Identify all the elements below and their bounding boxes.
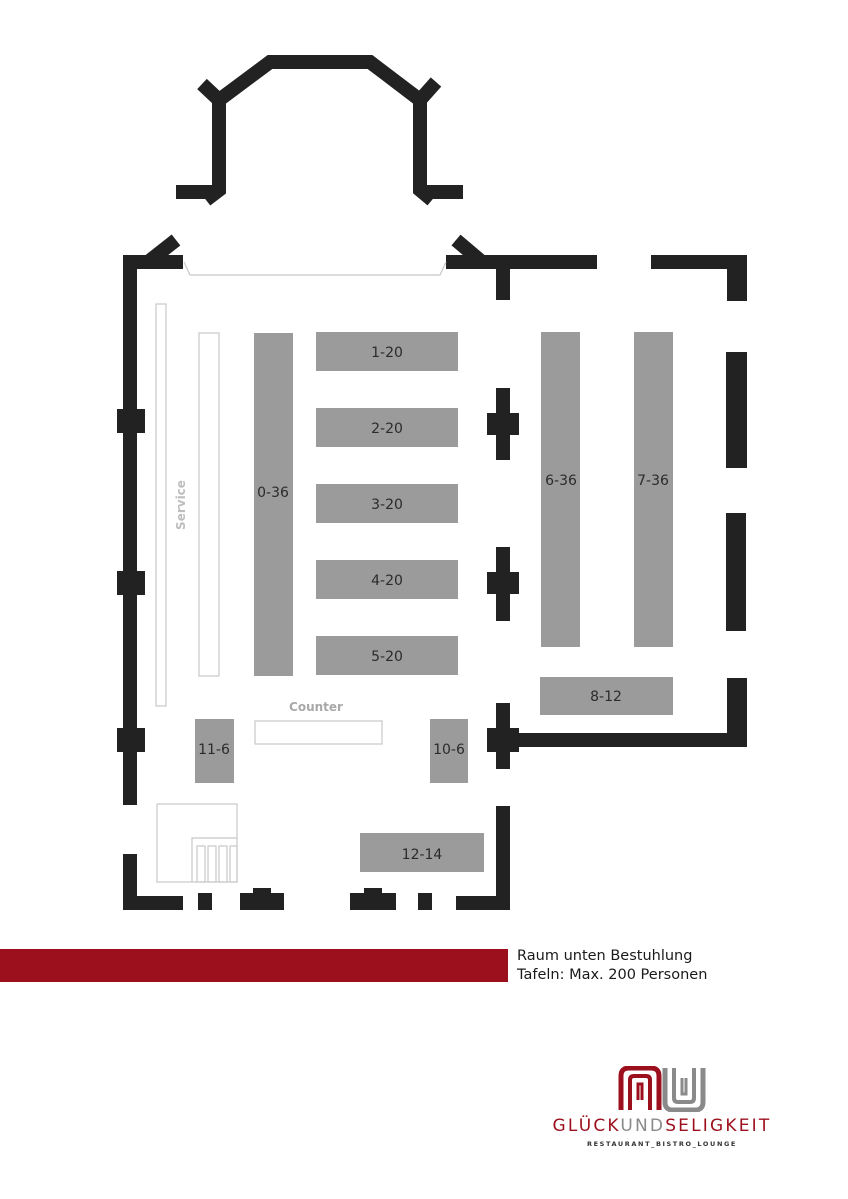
table-0[interactable] xyxy=(254,333,293,676)
table-1[interactable] xyxy=(316,332,458,371)
table-1-label: 1-20 xyxy=(371,345,403,361)
footer-accent-band xyxy=(0,949,508,982)
floor-plan: Service Counter 0-36 1-20 2-20 3-20 4-20… xyxy=(117,55,747,910)
table-8[interactable] xyxy=(540,677,673,715)
room-caption-line1: Raum unten Bestuhlung xyxy=(517,948,693,964)
room-caption: Raum unten Bestuhlung Tafeln: Max. 200 P… xyxy=(517,947,707,985)
brand-part-1: GLÜCK xyxy=(552,1116,621,1136)
table-10-label: 10-6 xyxy=(433,742,465,758)
brand-logo: GLÜCKUNDSELIGKEIT RESTAURANT_BISTRO_LOUN… xyxy=(512,1066,812,1156)
stairs xyxy=(156,803,238,883)
table-5-label: 5-20 xyxy=(371,649,403,665)
table-12-label: 12-14 xyxy=(402,847,443,863)
counter-label: Counter xyxy=(289,700,343,714)
walls xyxy=(117,55,747,910)
table-12[interactable] xyxy=(360,833,484,872)
table-10[interactable] xyxy=(430,719,468,783)
table-6-label: 6-36 xyxy=(545,473,577,489)
table-11-label: 11-6 xyxy=(198,742,230,758)
table-2[interactable] xyxy=(316,408,458,447)
table-6[interactable] xyxy=(541,332,580,647)
service-strip xyxy=(155,303,167,707)
table-8-label: 8-12 xyxy=(590,689,622,705)
counter xyxy=(254,720,383,745)
service-bar xyxy=(198,332,220,677)
table-7[interactable] xyxy=(634,332,673,647)
table-4-label: 4-20 xyxy=(371,573,403,589)
room-caption-line2: Tafeln: Max. 200 Personen xyxy=(517,967,708,983)
table-2-label: 2-20 xyxy=(371,421,403,437)
brand-part-2: UND xyxy=(620,1116,666,1136)
table-3[interactable] xyxy=(316,484,458,523)
table-11[interactable] xyxy=(195,719,234,783)
brand-tagline: RESTAURANT_BISTRO_LOUNGE xyxy=(587,1140,737,1148)
brand-name: GLÜCKUNDSELIGKEIT xyxy=(512,1116,812,1136)
tables: 0-36 1-20 2-20 3-20 4-20 5-20 6-36 7-36 … xyxy=(195,332,673,872)
service-label: Service xyxy=(174,480,188,530)
table-3-label: 3-20 xyxy=(371,497,403,513)
entrance-outline xyxy=(183,261,447,276)
table-5[interactable] xyxy=(316,636,458,675)
brand-part-3: SELIGKEIT xyxy=(665,1116,772,1136)
table-7-label: 7-36 xyxy=(637,473,669,489)
table-0-label: 0-36 xyxy=(257,485,289,501)
logo-mark-icon xyxy=(618,1066,706,1112)
table-4[interactable] xyxy=(316,560,458,599)
